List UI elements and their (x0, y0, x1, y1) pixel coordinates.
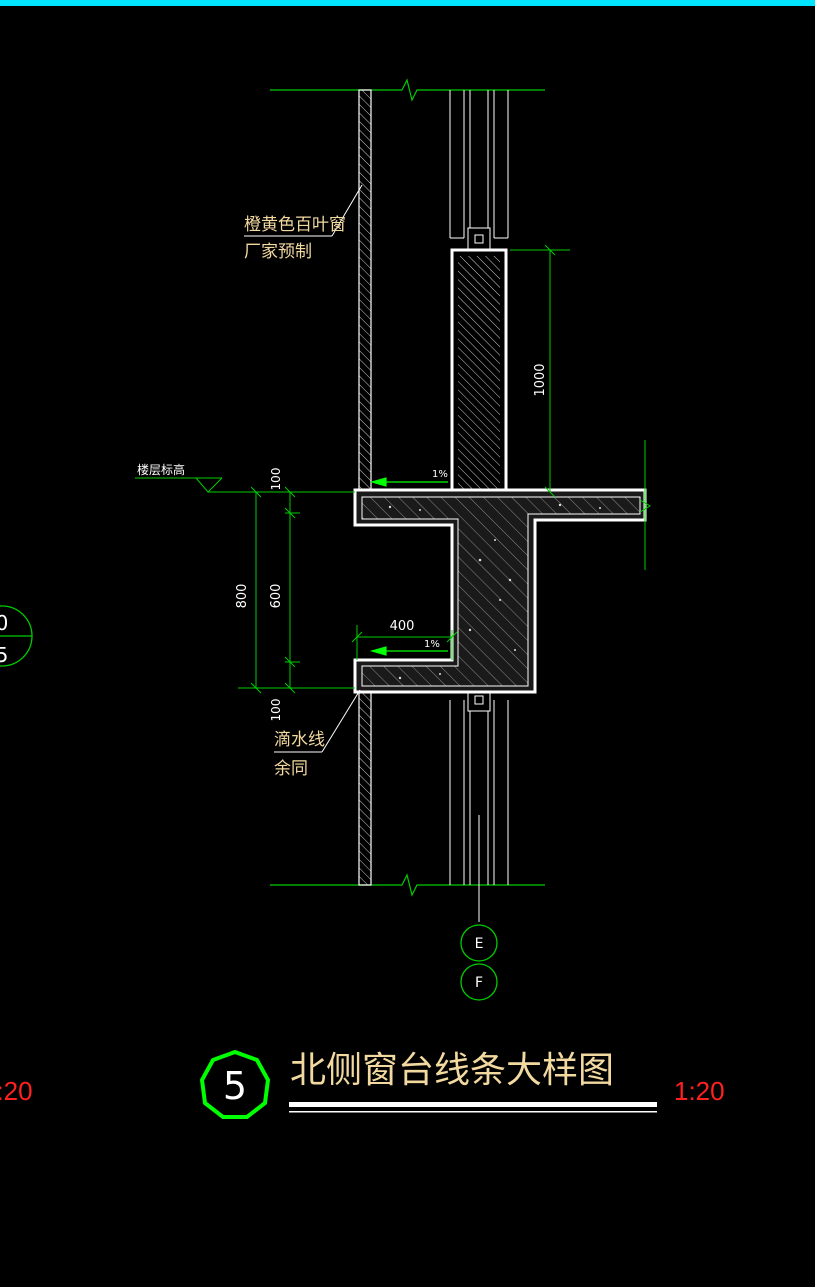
left-section-top: 0 (0, 611, 8, 635)
floor-level-mark (135, 477, 238, 493)
dim-600: 600 (269, 584, 284, 609)
window-title-bar (0, 0, 815, 6)
drip-label-1: 滴水线 (274, 730, 325, 750)
title-scale: 1:20 (674, 1076, 725, 1106)
left-scale-label: 1:20 (0, 1076, 33, 1106)
slope-arrow-bottom (369, 646, 448, 656)
dim-100-bottom: 100 (269, 699, 283, 722)
window-frame-lower (449, 688, 509, 885)
dim-100-top: 100 (269, 468, 283, 491)
title-number: 5 (223, 1064, 247, 1108)
floor-level-label: 楼层标高 (137, 462, 185, 477)
title-underline-thick (289, 1102, 657, 1107)
title-number-badge: 5 (199, 1049, 271, 1119)
title-underline-thin (289, 1111, 657, 1113)
parapet-wall-section (450, 248, 508, 494)
bottom-break-line (270, 873, 545, 897)
concrete-sill-section (353, 488, 647, 694)
dimension-lines (238, 244, 570, 694)
floor-break-right (639, 440, 651, 570)
slope-label-top: 1% (432, 469, 448, 480)
window-frame-upper (449, 90, 509, 251)
louver-label-2: 厂家预制 (244, 242, 312, 262)
slope-label-bottom: 1% (424, 639, 440, 650)
leader-lines (244, 184, 363, 753)
axis-bubble-f: F (460, 963, 498, 1001)
dim-1000: 1000 (533, 363, 548, 396)
left-section-bubble: 0 5 (0, 605, 33, 667)
slope-arrow-top (369, 477, 448, 487)
axis-label-e: E (475, 936, 484, 952)
exterior-wall-left (358, 89, 372, 886)
break-lines (270, 78, 545, 897)
dim-400: 400 (390, 619, 415, 634)
top-break-line (270, 78, 545, 102)
dim-800: 800 (235, 584, 250, 609)
drip-label-2: 余同 (274, 759, 308, 779)
left-section-bottom: 5 (0, 643, 8, 667)
axis-bubble-e: E (460, 924, 498, 962)
title-text: 北侧窗台线条大样图 (290, 1050, 614, 1091)
axis-label-f: F (475, 975, 483, 991)
louver-label-1: 橙黄色百叶窗 (244, 215, 346, 235)
